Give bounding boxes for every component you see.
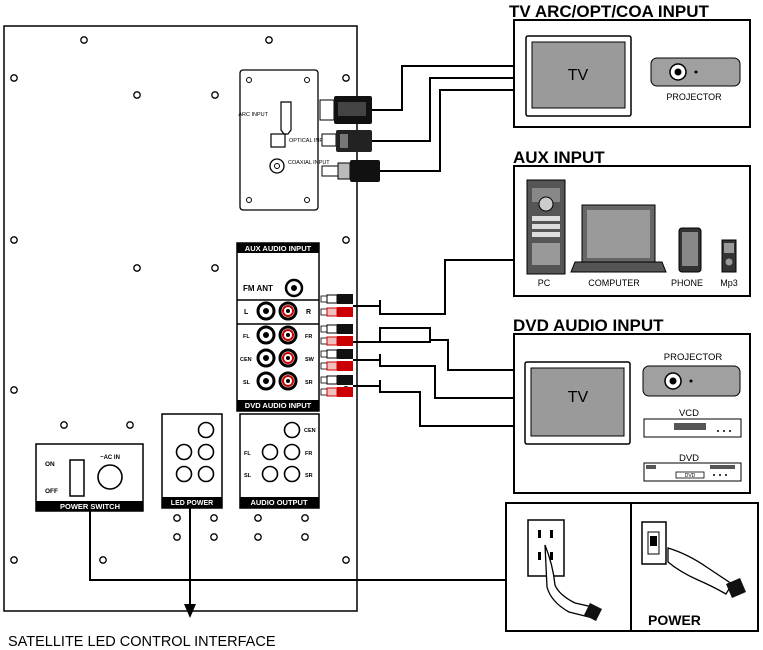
arrow-down-icon (184, 604, 196, 618)
out-cen-label: CEN (304, 428, 316, 434)
coaxial-input-label: COAXIAL INPUT (288, 160, 330, 166)
analog-input-plate: AUX AUDIO INPUT FM ANT L R FL FR CEN SW … (236, 242, 320, 412)
mp3-player (721, 239, 737, 273)
projector-device-1: PROJECTOR (650, 57, 741, 102)
dvd-tray-logo: DVD (685, 473, 696, 479)
optical-plug (321, 130, 372, 152)
dvd-player-label: DVD (679, 453, 699, 464)
sw-label: SW (305, 357, 315, 363)
power-rocker-switch[interactable] (69, 459, 85, 497)
power-switch-plate: ON OFF ~AC IN POWER SWITCH (35, 443, 144, 512)
power-switch-label: POWER SWITCH (60, 502, 120, 511)
coaxial-plug (321, 160, 380, 182)
ac-in-label: ~AC IN (100, 455, 120, 461)
sr-label: SR (305, 380, 313, 386)
led-power-plate: LED POWER (161, 413, 223, 509)
projector-label-1: PROJECTOR (666, 92, 722, 102)
aux-input-title: AUX INPUT (513, 148, 605, 167)
hdmi-plug (319, 96, 372, 124)
dvd-audio-input-footer: DVD AUDIO INPUT (245, 401, 312, 410)
satellite-led-caption: SATELLITE LED CONTROL INTERFACE (8, 634, 276, 650)
computer-label: COMPUTER (588, 278, 640, 288)
arc-input-label: ARC INPUT (238, 112, 268, 118)
cables (89, 65, 516, 610)
led-power-label: LED POWER (171, 500, 213, 507)
vcd-player (643, 418, 742, 438)
ac-in-socket[interactable] (97, 464, 123, 490)
tv-arc-title: TV ARC/OPT/COA INPUT (509, 2, 710, 21)
digital-input-plate: ARC INPUT OPTICAL INPUT COAXIAL INPUT (238, 69, 331, 211)
out-fl-label: FL (244, 451, 251, 457)
vcd-label: VCD (679, 408, 699, 419)
off-label: OFF (45, 488, 58, 495)
tv-label-2: TV (568, 389, 589, 406)
fm-ant-label: FM ANT (243, 284, 273, 293)
power-label: POWER (648, 612, 701, 628)
out-fr-label: FR (305, 451, 312, 457)
dvd-player: DVD (643, 462, 742, 482)
phone-label: PHONE (671, 278, 703, 288)
wall-switch (641, 521, 746, 598)
tv-label-1: TV (568, 67, 589, 84)
audio-output-plate: CEN FL FR SL SR AUDIO OUTPUT (239, 413, 320, 509)
audio-output-label: AUDIO OUTPUT (250, 498, 308, 507)
tv-device-2: TV (524, 361, 631, 445)
coaxial-port[interactable] (269, 158, 285, 174)
out-sl-label: SL (244, 473, 252, 479)
mp3-label: Mp3 (720, 278, 738, 288)
sl-label: SL (243, 380, 251, 386)
fl-label: FL (243, 334, 250, 340)
out-sr-label: SR (305, 473, 313, 479)
tv-device-1: TV (525, 35, 632, 117)
projector-device-2 (642, 365, 741, 397)
wall-outlet (527, 519, 602, 621)
on-label: ON (45, 461, 55, 468)
cen-label: CEN (240, 357, 252, 363)
aux-r-label: R (306, 309, 311, 316)
aux-audio-input-header: AUX AUDIO INPUT (245, 244, 312, 253)
fr-label: FR (305, 334, 312, 340)
hdmi-arc-port[interactable] (280, 101, 292, 135)
optical-port[interactable] (270, 133, 286, 148)
optical-input-label: OPTICAL INPUT (289, 138, 331, 144)
dvd-audio-input-title: DVD AUDIO INPUT (513, 316, 664, 335)
laptop (570, 204, 667, 273)
pc-tower (526, 179, 566, 275)
phone (678, 227, 702, 273)
pc-label: PC (538, 278, 551, 288)
aux-l-label: L (244, 309, 249, 316)
projector-label-2: PROJECTOR (664, 352, 723, 363)
rca-plugs (320, 294, 353, 397)
